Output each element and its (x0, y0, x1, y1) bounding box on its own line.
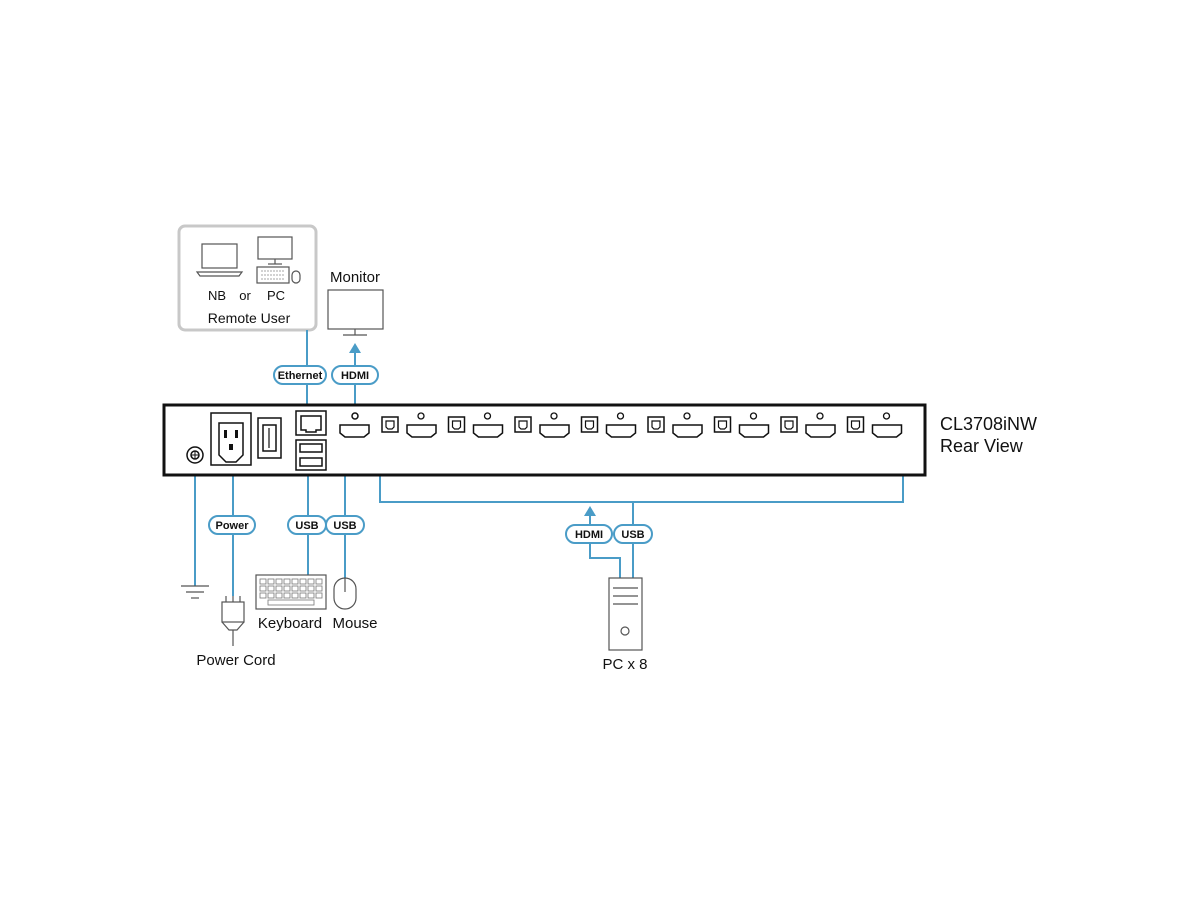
device-view: Rear View (940, 436, 1024, 456)
usb-keyboard-pill: USB (287, 515, 327, 535)
keyboard-key (315, 585, 323, 592)
keyboard-key (259, 578, 267, 585)
desktop-pc-icon (256, 236, 301, 284)
usb-mouse-pill: USB (325, 515, 365, 535)
power-cord-label: Power Cord (196, 652, 275, 669)
ethernet-pill: Ethernet (273, 365, 327, 385)
up-arrow-icon (349, 343, 361, 353)
keyboard-key (315, 592, 323, 599)
hdmi-port-icon (605, 412, 637, 438)
ground-symbol-icon (181, 585, 209, 599)
port-pair-1 (381, 412, 437, 438)
port-pair-7 (780, 412, 836, 438)
keyboard-spacebar (267, 599, 315, 606)
keyboard-key (291, 585, 299, 592)
power-inlet-icon (210, 412, 252, 466)
mouse-icon (333, 577, 357, 610)
keyboard-key (275, 592, 283, 599)
keyboard-key (315, 578, 323, 585)
monitor-icon (327, 289, 384, 336)
hdmi-port-icon (805, 412, 836, 438)
usb-b-port-icon (514, 416, 532, 433)
keyboard-key (307, 578, 315, 585)
pc-label: PC (267, 288, 285, 303)
keyboard-key (259, 585, 267, 592)
usb-b-port-icon (780, 416, 798, 433)
usb-b-port-icon (381, 416, 399, 433)
usb-b-port-icon (713, 416, 732, 433)
hdmi-port-icon (871, 412, 903, 438)
lan-port-icon (295, 410, 327, 436)
remote-user-box: NB or PC Remote User (177, 224, 318, 332)
port-pair-4 (580, 412, 637, 438)
pc-count-label: PC x 8 (602, 656, 647, 673)
port-pair-3 (514, 412, 570, 438)
usb-b-port-icon (846, 416, 865, 433)
hdmi-port-icon (672, 412, 703, 438)
pc-tower-icon (608, 577, 643, 651)
monitor-label: Monitor (330, 269, 380, 286)
hdmi-monitor-label: HDMI (341, 370, 369, 382)
keyboard-label: Keyboard (258, 615, 322, 632)
hdmi-pc-label: HDMI (575, 529, 603, 541)
keyboard-key (299, 578, 307, 585)
keyboard-key (275, 585, 283, 592)
mouse-label: Mouse (332, 615, 377, 632)
keyboard-key (259, 592, 267, 599)
computer-port-pairs (381, 412, 903, 438)
hdmi-port-icon (406, 412, 437, 438)
power-pill: Power (208, 515, 256, 535)
monitor: Monitor (327, 269, 384, 336)
hdmi-pc-pill: HDMI (565, 524, 613, 544)
power-switch-icon (257, 417, 282, 459)
keyboard-key (267, 578, 275, 585)
ethernet-label: Ethernet (278, 370, 323, 382)
ground-screw-icon (186, 446, 204, 464)
usb-mouse-label: USB (333, 520, 356, 532)
keyboard-key (291, 592, 299, 599)
hdmi-port-icon (472, 412, 504, 438)
up-arrow-icon (584, 506, 596, 516)
keyboard-key (283, 578, 291, 585)
port-pair-2 (447, 412, 504, 438)
hdmi-port-icon (738, 412, 770, 438)
keyboard-key (299, 592, 307, 599)
power-plug-icon (221, 596, 245, 646)
device-model: CL3708iNW (940, 414, 1037, 434)
console-usb-ports-icon (295, 439, 327, 471)
keyboard-key (267, 585, 275, 592)
port-pair-8 (846, 412, 903, 438)
usb-pc-pill: USB (613, 524, 653, 544)
port-pair-6 (713, 412, 770, 438)
remote-user-title: Remote User (208, 310, 291, 326)
usb-pc-label: USB (621, 529, 644, 541)
keyboard-key (283, 585, 291, 592)
keyboard-icon (255, 574, 327, 610)
keyboard-key (267, 592, 275, 599)
keyboard-key (291, 578, 299, 585)
keyboard-key (275, 578, 283, 585)
console-hdmi-port-icon (339, 412, 370, 438)
keyboard-key (299, 585, 307, 592)
hdmi-monitor-pill: HDMI (331, 365, 379, 385)
laptop-icon (195, 243, 244, 277)
kvm-rear-panel (162, 403, 927, 477)
or-label: or (239, 288, 251, 303)
nb-label: NB (208, 288, 226, 303)
power-label: Power (215, 520, 249, 532)
usb-b-port-icon (580, 416, 599, 433)
keyboard-key (307, 585, 315, 592)
keyboard-key (283, 592, 291, 599)
hdmi-port-icon (539, 412, 570, 438)
usb-keyboard-label: USB (295, 520, 318, 532)
usb-b-port-icon (647, 416, 665, 433)
usb-b-port-icon (447, 416, 466, 433)
port-pair-5 (647, 412, 703, 438)
keyboard-key (307, 592, 315, 599)
